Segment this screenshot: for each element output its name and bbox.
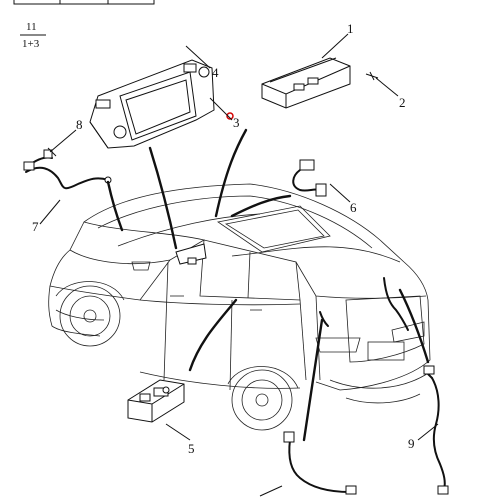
switch-panel (127, 379, 185, 423)
callout-4: 4 (212, 65, 219, 80)
location-pointers (106, 128, 430, 442)
fraction-top: 11 (26, 21, 37, 33)
screw-marker-3 (226, 112, 234, 120)
infotainment-display (89, 59, 215, 149)
callout-2: 2 (399, 95, 406, 110)
control-module (261, 57, 351, 109)
harness-7 (23, 149, 112, 190)
clip-8 (47, 147, 57, 157)
harness-9 (423, 365, 449, 495)
callouts: 1 2 3 4 5 6 7 8 9 (32, 21, 415, 456)
vehicle-outline (48, 183, 431, 431)
fraction-bottom: 1+3 (22, 38, 40, 50)
callout-8: 8 (76, 117, 83, 132)
callout-9: 9 (408, 436, 415, 451)
callout-7: 7 (32, 219, 39, 234)
header-fraction: 11 1+3 (20, 21, 46, 50)
leader-lines (39, 33, 439, 497)
callout-1: 1 (347, 21, 354, 36)
harness-bottom (283, 431, 357, 495)
rear-harness-in-car (319, 277, 409, 331)
screw-2 (365, 71, 379, 81)
harness-6 (292, 159, 327, 197)
callout-6: 6 (350, 200, 357, 215)
dash-display-in-car (175, 243, 207, 265)
callout-3: 3 (233, 115, 240, 130)
parts-table-fragment (13, 0, 155, 5)
callout-5: 5 (188, 441, 195, 456)
